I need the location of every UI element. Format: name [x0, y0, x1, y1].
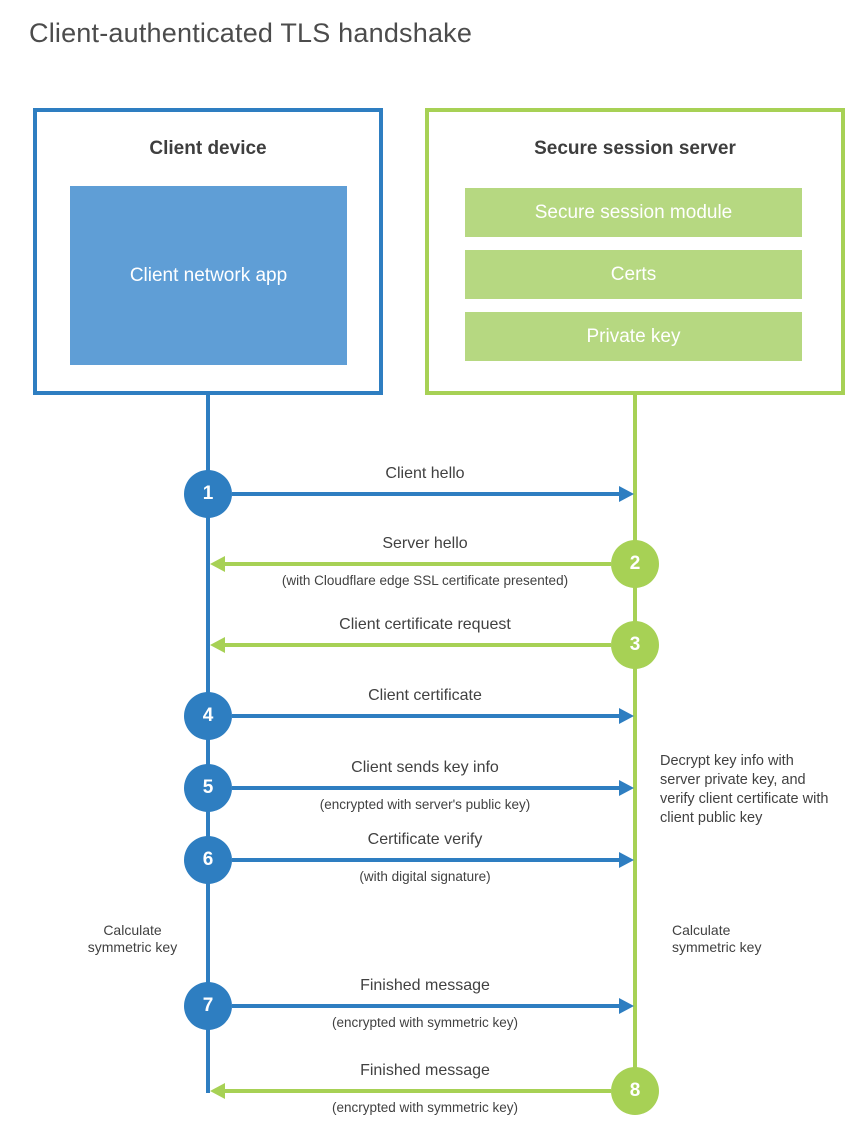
step-6-label: Certificate verify	[367, 831, 483, 848]
step-2-badge: 2	[611, 540, 659, 588]
step-8-arrow-line	[225, 1089, 611, 1093]
step-6-arrow-line	[232, 858, 619, 862]
step-4-arrowhead-right-icon	[619, 708, 634, 724]
step-5-arrowhead-right-icon	[619, 780, 634, 796]
step-4-arrow-line	[232, 714, 619, 718]
step-8-arrowhead-left-icon	[210, 1083, 225, 1099]
step-8-badge: 8	[611, 1067, 659, 1115]
step-1-arrow-line	[232, 492, 619, 496]
step-5-label: Client sends key info	[351, 759, 499, 776]
step-4-badge: 4	[184, 692, 232, 740]
step-7-arrow-line	[232, 1004, 619, 1008]
step-2-arrow-line	[225, 562, 611, 566]
page-title: Client-authenticated TLS handshake	[29, 18, 473, 48]
server-lifeline	[633, 395, 637, 1091]
server-module-label: Certs	[610, 263, 657, 285]
step-3-arrow-line	[225, 643, 611, 647]
step-3-arrowhead-left-icon	[210, 637, 225, 653]
server-module-label: Secure session module	[534, 201, 733, 223]
step-8-label: Finished message	[360, 1062, 490, 1079]
step-2-sublabel: (with Cloudflare edge SSL certificate pr…	[281, 573, 569, 588]
step-2-label: Server hello	[382, 535, 468, 552]
server-module-private-key: Private key	[465, 312, 802, 361]
client-lifeline	[206, 395, 210, 1093]
step-6-arrowhead-right-icon	[619, 852, 634, 868]
server-module-label: Private key	[586, 325, 681, 347]
client-device-title: Client device	[149, 138, 267, 159]
step-1-label: Client hello	[385, 465, 465, 482]
step-6-sublabel: (with digital signature)	[359, 869, 491, 884]
client-network-app-box: Client network app	[70, 186, 347, 365]
step-5-badge: 5	[184, 764, 232, 812]
decrypt-note: Decrypt key info with server private key…	[660, 753, 829, 826]
step-7-sublabel: (encrypted with symmetric key)	[331, 1015, 519, 1030]
step-6-badge: 6	[184, 836, 232, 884]
step-1-arrowhead-right-icon	[619, 486, 634, 502]
server-module-secure-session: Secure session module	[465, 188, 802, 237]
calculate-symmetric-key-left: Calculate symmetric key	[87, 922, 178, 955]
step-4-label: Client certificate	[368, 687, 482, 704]
client-network-app-label: Client network app	[129, 265, 288, 286]
step-8-sublabel: (encrypted with symmetric key)	[331, 1100, 519, 1115]
step-7-label: Finished message	[360, 977, 490, 994]
server-module-certs: Certs	[465, 250, 802, 299]
secure-session-server-title: Secure session server	[534, 138, 736, 159]
step-3-label: Client certificate request	[339, 616, 511, 633]
step-3-badge: 3	[611, 621, 659, 669]
step-1-badge: 1	[184, 470, 232, 518]
step-2-arrowhead-left-icon	[210, 556, 225, 572]
step-5-arrow-line	[232, 786, 619, 790]
calculate-symmetric-key-right: Calculate symmetric key	[672, 922, 762, 955]
step-5-sublabel: (encrypted with server's public key)	[319, 797, 531, 812]
step-7-arrowhead-right-icon	[619, 998, 634, 1014]
step-7-badge: 7	[184, 982, 232, 1030]
